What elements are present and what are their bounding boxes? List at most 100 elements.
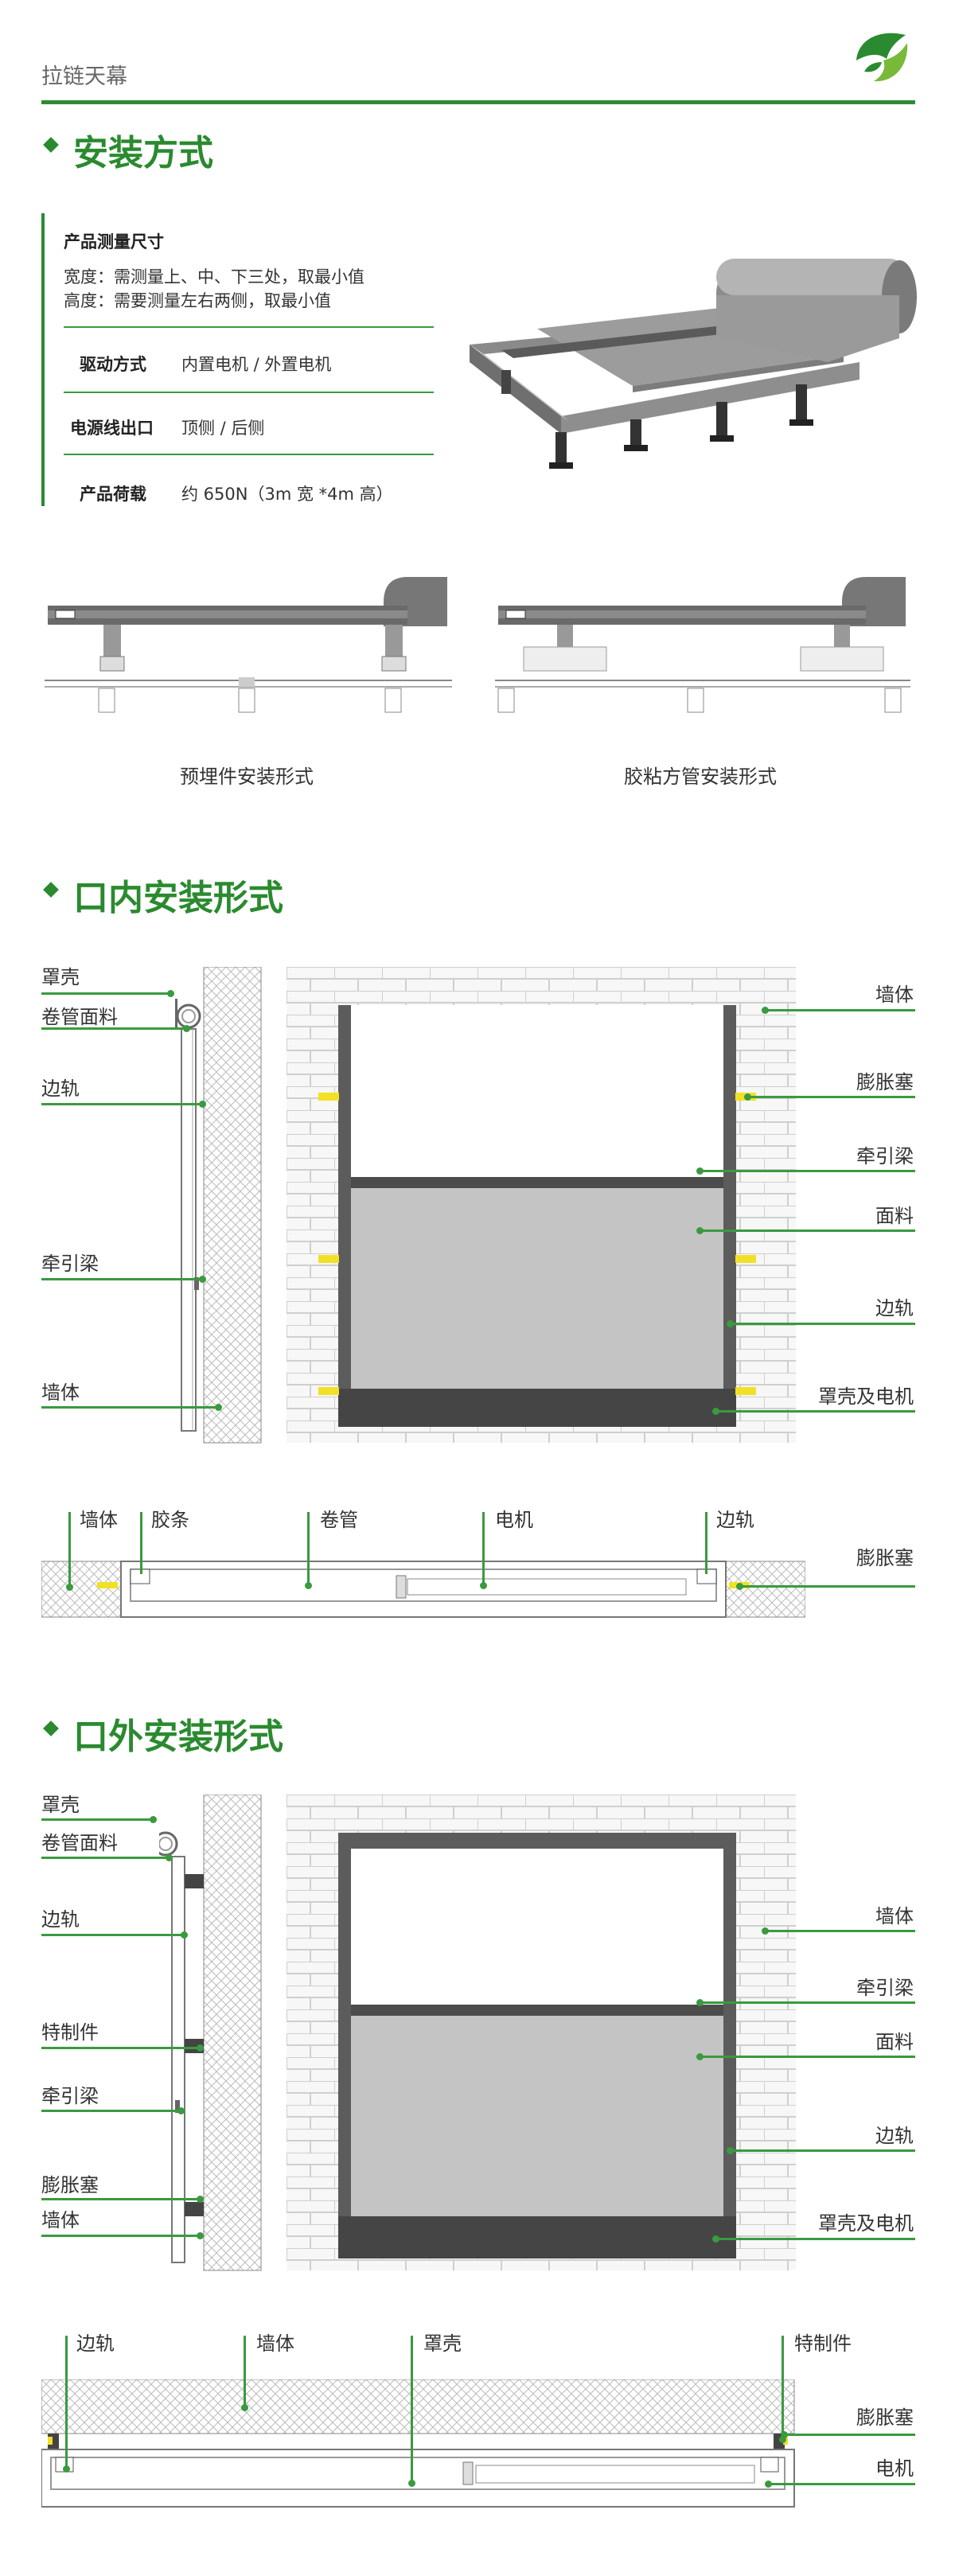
leader-line	[731, 2149, 915, 2152]
leader-line	[748, 1096, 915, 1098]
label-pull-beam: 牵引梁	[856, 1977, 914, 1999]
spec-row-label: 驱动方式	[80, 355, 146, 374]
leader-line	[307, 1512, 310, 1584]
leader-dot	[241, 2404, 248, 2411]
leader-dot	[762, 1007, 769, 1014]
leader-line	[766, 1930, 915, 1932]
label-side-rail: 边轨	[875, 2125, 914, 2147]
label-expansion-plug: 膨胀塞	[856, 2406, 914, 2429]
leader-line	[411, 2336, 413, 2483]
leader-dot	[150, 1816, 157, 1823]
label-side-rail: 边轨	[716, 1509, 754, 1531]
leader-dot	[197, 2232, 204, 2239]
leader-line	[244, 2336, 246, 2407]
inside-side-view	[159, 966, 271, 1444]
leader-line	[41, 992, 171, 995]
leader-line	[700, 2001, 915, 2004]
label-pull-beam: 牵引梁	[41, 2085, 99, 2107]
label-fabric: 面料	[875, 2031, 914, 2053]
leader-line	[716, 2238, 915, 2240]
spec-row-value: 内置电机 / 外置电机	[181, 355, 332, 374]
label-wall: 墙体	[41, 2209, 80, 2231]
leader-dot	[712, 2235, 719, 2243]
label-special-part: 特制件	[794, 2332, 852, 2355]
label-expansion-plug: 膨胀塞	[856, 1071, 914, 1093]
leader-line	[740, 1585, 915, 1588]
leader-dot	[727, 2147, 734, 2154]
leader-line	[700, 1170, 915, 1172]
label-motor: 电机	[495, 1509, 533, 1531]
embedded-install-diagram	[41, 569, 455, 728]
label-wall: 墙体	[41, 1382, 80, 1404]
leader-dot	[199, 1276, 206, 1283]
leader-line	[41, 1027, 187, 1030]
label-side-rail: 边轨	[41, 1078, 80, 1100]
leader-line	[769, 2483, 915, 2485]
leader-line	[731, 1323, 915, 1325]
leader-dot	[696, 1167, 704, 1175]
header-divider	[41, 100, 915, 104]
section-title-outside-install: 口外安装形式	[73, 1717, 283, 1757]
label-rubber-strip: 胶条	[151, 1509, 189, 1531]
leader-dot	[197, 2044, 204, 2052]
leader-dot	[215, 1404, 222, 1411]
label-shell: 罩壳	[423, 2332, 462, 2355]
diamond-icon	[43, 882, 59, 898]
measure-width: 宽度：需测量上、中、下三处，取最小值	[64, 267, 364, 286]
label-shell-motor: 罩壳及电机	[818, 2212, 914, 2235]
leader-line	[65, 2336, 68, 2469]
label-roller-fabric: 卷管面料	[41, 1006, 118, 1028]
inside-plan-view	[41, 1560, 806, 1619]
diamond-icon	[43, 1721, 59, 1736]
leader-dot	[199, 1101, 206, 1108]
outside-side-view	[153, 1794, 271, 2272]
leader-line	[705, 1512, 707, 1574]
page-header-title: 拉链天幕	[41, 64, 127, 89]
spec-row-value: 约 650N（3m 宽 *4m 高）	[181, 485, 393, 504]
label-expansion-plug: 膨胀塞	[41, 2174, 99, 2196]
label-roller-tube: 卷管	[320, 1509, 358, 1531]
leader-dot	[167, 990, 174, 997]
leader-line	[41, 2198, 201, 2200]
label-roller-fabric: 卷管面料	[41, 1832, 118, 1854]
spec-row-label: 电源线出口	[70, 419, 154, 438]
spec-separator	[64, 454, 434, 455]
leader-dot	[736, 1583, 743, 1590]
label-fabric: 面料	[875, 1205, 914, 1227]
leader-line	[41, 1934, 185, 1936]
outside-plan-view	[41, 2379, 805, 2511]
leader-line	[716, 1410, 915, 1413]
label-side-rail: 边轨	[875, 1297, 914, 1319]
leader-line	[766, 1009, 915, 1011]
leader-dot	[712, 1408, 719, 1415]
leader-dot	[779, 2436, 786, 2443]
leader-dot	[305, 1582, 312, 1589]
label-wall: 墙体	[256, 2332, 294, 2355]
caption-glued-tube-install: 胶粘方管安装形式	[624, 766, 777, 788]
label-pull-beam: 牵引梁	[856, 1145, 914, 1167]
leader-line	[41, 2047, 201, 2049]
leader-line	[41, 1857, 169, 1859]
leader-line	[41, 1406, 219, 1409]
leaf-logo-icon	[850, 24, 914, 88]
glued-tube-install-diagram	[492, 569, 914, 728]
leader-dot	[744, 1093, 751, 1101]
leader-dot	[63, 2465, 70, 2473]
label-special-part: 特制件	[41, 2021, 99, 2044]
leader-line	[68, 1512, 71, 1588]
section-title-install-method: 安装方式	[73, 133, 213, 173]
leader-dot	[696, 2053, 704, 2060]
leader-dot	[166, 1854, 173, 1861]
spec-accent-bar	[41, 213, 45, 506]
outside-front-view	[286, 1795, 796, 2272]
label-wall: 墙体	[80, 1509, 118, 1531]
leader-line	[41, 1818, 153, 1821]
leader-dot	[781, 2431, 788, 2438]
label-side-rail: 边轨	[41, 1908, 80, 1931]
spec-separator	[64, 326, 434, 328]
inside-front-view	[286, 967, 796, 1444]
leader-dot	[183, 1025, 190, 1032]
product-3d-illustration	[454, 243, 923, 481]
label-pull-beam: 牵引梁	[41, 1253, 99, 1275]
leader-line	[41, 2110, 181, 2112]
